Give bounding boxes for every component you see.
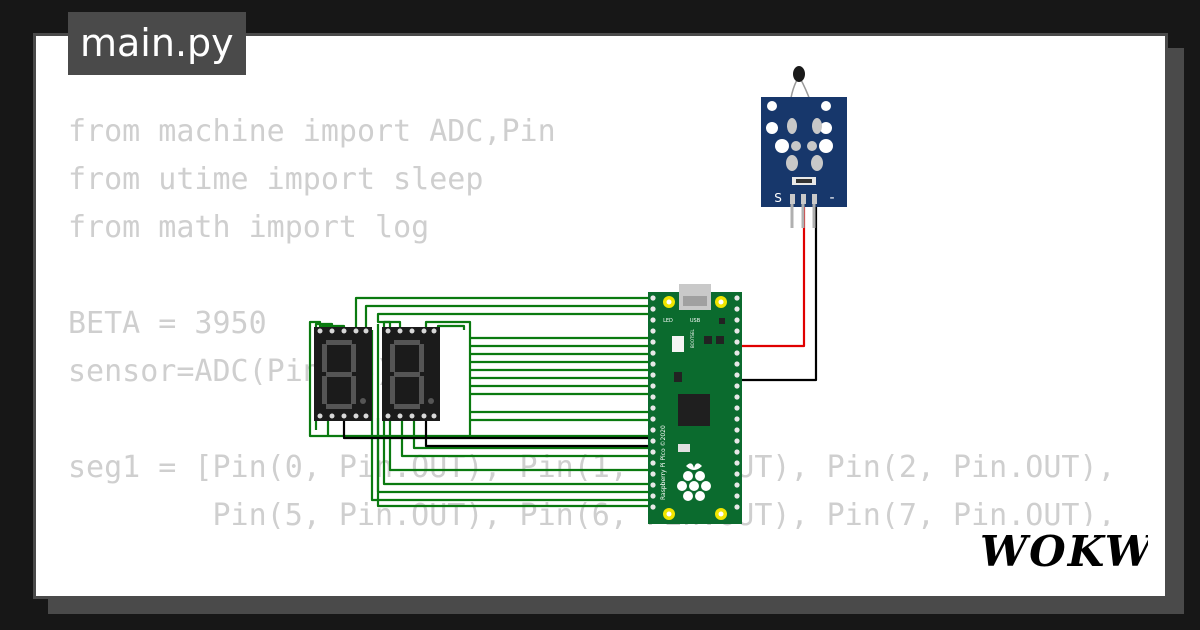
board-name-label: Raspberry Pi Pico ©2020 bbox=[660, 425, 667, 500]
pico-pin[interactable] bbox=[650, 438, 656, 444]
pico-pin[interactable] bbox=[650, 504, 656, 510]
pico-pin[interactable] bbox=[650, 306, 656, 312]
pico-pin[interactable] bbox=[650, 295, 656, 301]
seven-segment-display-left[interactable] bbox=[314, 327, 372, 421]
pico-pin[interactable] bbox=[650, 361, 656, 367]
pico-pin[interactable] bbox=[734, 306, 740, 312]
code-line: seg2 = [Pin(8, Pin.OUT), Pin(9, Pin.OUT)… bbox=[68, 588, 1134, 596]
pico-pin[interactable] bbox=[734, 317, 740, 323]
raspberry-logo-icon bbox=[677, 463, 711, 501]
pico-pin[interactable] bbox=[650, 471, 656, 477]
pico-pin[interactable] bbox=[650, 405, 656, 411]
pico-pin[interactable] bbox=[734, 460, 740, 466]
wire bbox=[424, 418, 652, 448]
pico-pin[interactable] bbox=[734, 350, 740, 356]
code-line: BETA = 3950 bbox=[68, 306, 267, 341]
pico-pin[interactable] bbox=[734, 493, 740, 499]
pico-pin[interactable] bbox=[734, 504, 740, 510]
pin-s-label: S bbox=[774, 191, 782, 205]
code-line: from utime import sleep bbox=[68, 162, 484, 197]
pico-pin[interactable] bbox=[734, 339, 740, 345]
wire bbox=[354, 296, 652, 330]
wire bbox=[400, 418, 652, 458]
segment-digit bbox=[322, 340, 366, 409]
pico-pin[interactable] bbox=[734, 471, 740, 477]
pico-pin[interactable] bbox=[734, 383, 740, 389]
wire bbox=[412, 418, 652, 450]
sensor-pin-legs bbox=[790, 204, 816, 228]
thermistor-icon bbox=[793, 66, 805, 82]
display-pins bbox=[385, 328, 437, 419]
wire bbox=[436, 324, 466, 330]
raspberry-pi-pico[interactable]: USB LED BOOTSEL Raspberry Pi Pico ©20 bbox=[648, 284, 742, 524]
segment-digit bbox=[390, 340, 434, 409]
pico-pin[interactable] bbox=[734, 361, 740, 367]
pico-pin[interactable] bbox=[734, 482, 740, 488]
wire bbox=[376, 324, 652, 508]
logo-text: WOKWi bbox=[980, 527, 1148, 576]
code-block: from machine import ADC,Pin from utime im… bbox=[68, 108, 1134, 596]
wire bbox=[376, 312, 652, 330]
code-line: from machine import ADC,Pin bbox=[68, 114, 556, 149]
display-pins bbox=[317, 328, 369, 419]
rp2040-chip bbox=[678, 394, 710, 426]
pico-pin[interactable] bbox=[650, 383, 656, 389]
pico-pin[interactable] bbox=[650, 493, 656, 499]
pico-pin[interactable] bbox=[650, 339, 656, 345]
wire bbox=[342, 418, 652, 440]
pico-pin[interactable] bbox=[734, 438, 740, 444]
pico-pin[interactable] bbox=[650, 350, 656, 356]
pico-pin[interactable] bbox=[650, 372, 656, 378]
wire bbox=[736, 200, 806, 348]
pico-pin[interactable] bbox=[650, 427, 656, 433]
wire bbox=[364, 304, 652, 330]
pico-pin[interactable] bbox=[734, 295, 740, 301]
code-preview-card: from machine import ADC,Pin from utime im… bbox=[33, 33, 1168, 599]
wire bbox=[736, 200, 818, 382]
pico-pin[interactable] bbox=[650, 317, 656, 323]
pico-pin[interactable] bbox=[650, 328, 656, 334]
thermistor-sensor-module[interactable]: S - bbox=[761, 66, 847, 228]
bootsel-label: BOOTSEL bbox=[690, 329, 695, 348]
seven-segment-display-right[interactable] bbox=[382, 327, 440, 421]
pico-pin[interactable] bbox=[734, 416, 740, 422]
pin-column-right bbox=[734, 295, 740, 510]
pin-minus-label: - bbox=[829, 190, 834, 206]
pico-pin[interactable] bbox=[734, 449, 740, 455]
pico-pin[interactable] bbox=[650, 449, 656, 455]
usb-label: USB bbox=[690, 318, 701, 324]
led-label: LED bbox=[663, 318, 673, 324]
code-line: from math import log bbox=[68, 210, 430, 245]
pico-pin[interactable] bbox=[650, 416, 656, 422]
red-wires bbox=[736, 200, 806, 348]
wokwi-logo[interactable]: WOKWi bbox=[978, 526, 1169, 576]
pico-pin[interactable] bbox=[734, 427, 740, 433]
sensor-header-pins bbox=[790, 194, 817, 204]
pico-pin[interactable] bbox=[734, 372, 740, 378]
pin-column-left bbox=[650, 295, 656, 510]
pico-pin[interactable] bbox=[650, 460, 656, 466]
pico-pin[interactable] bbox=[734, 394, 740, 400]
pico-pin[interactable] bbox=[650, 394, 656, 400]
filename-tab[interactable]: main.py bbox=[68, 12, 246, 75]
black-wires bbox=[342, 200, 818, 448]
pico-pin[interactable] bbox=[734, 405, 740, 411]
pico-pin[interactable] bbox=[734, 328, 740, 334]
wokwi-logo-mark: WOKWi bbox=[980, 527, 1169, 576]
pico-pin[interactable] bbox=[650, 482, 656, 488]
bootsel-button bbox=[672, 336, 684, 352]
wire bbox=[382, 320, 652, 486]
wire bbox=[388, 418, 652, 472]
